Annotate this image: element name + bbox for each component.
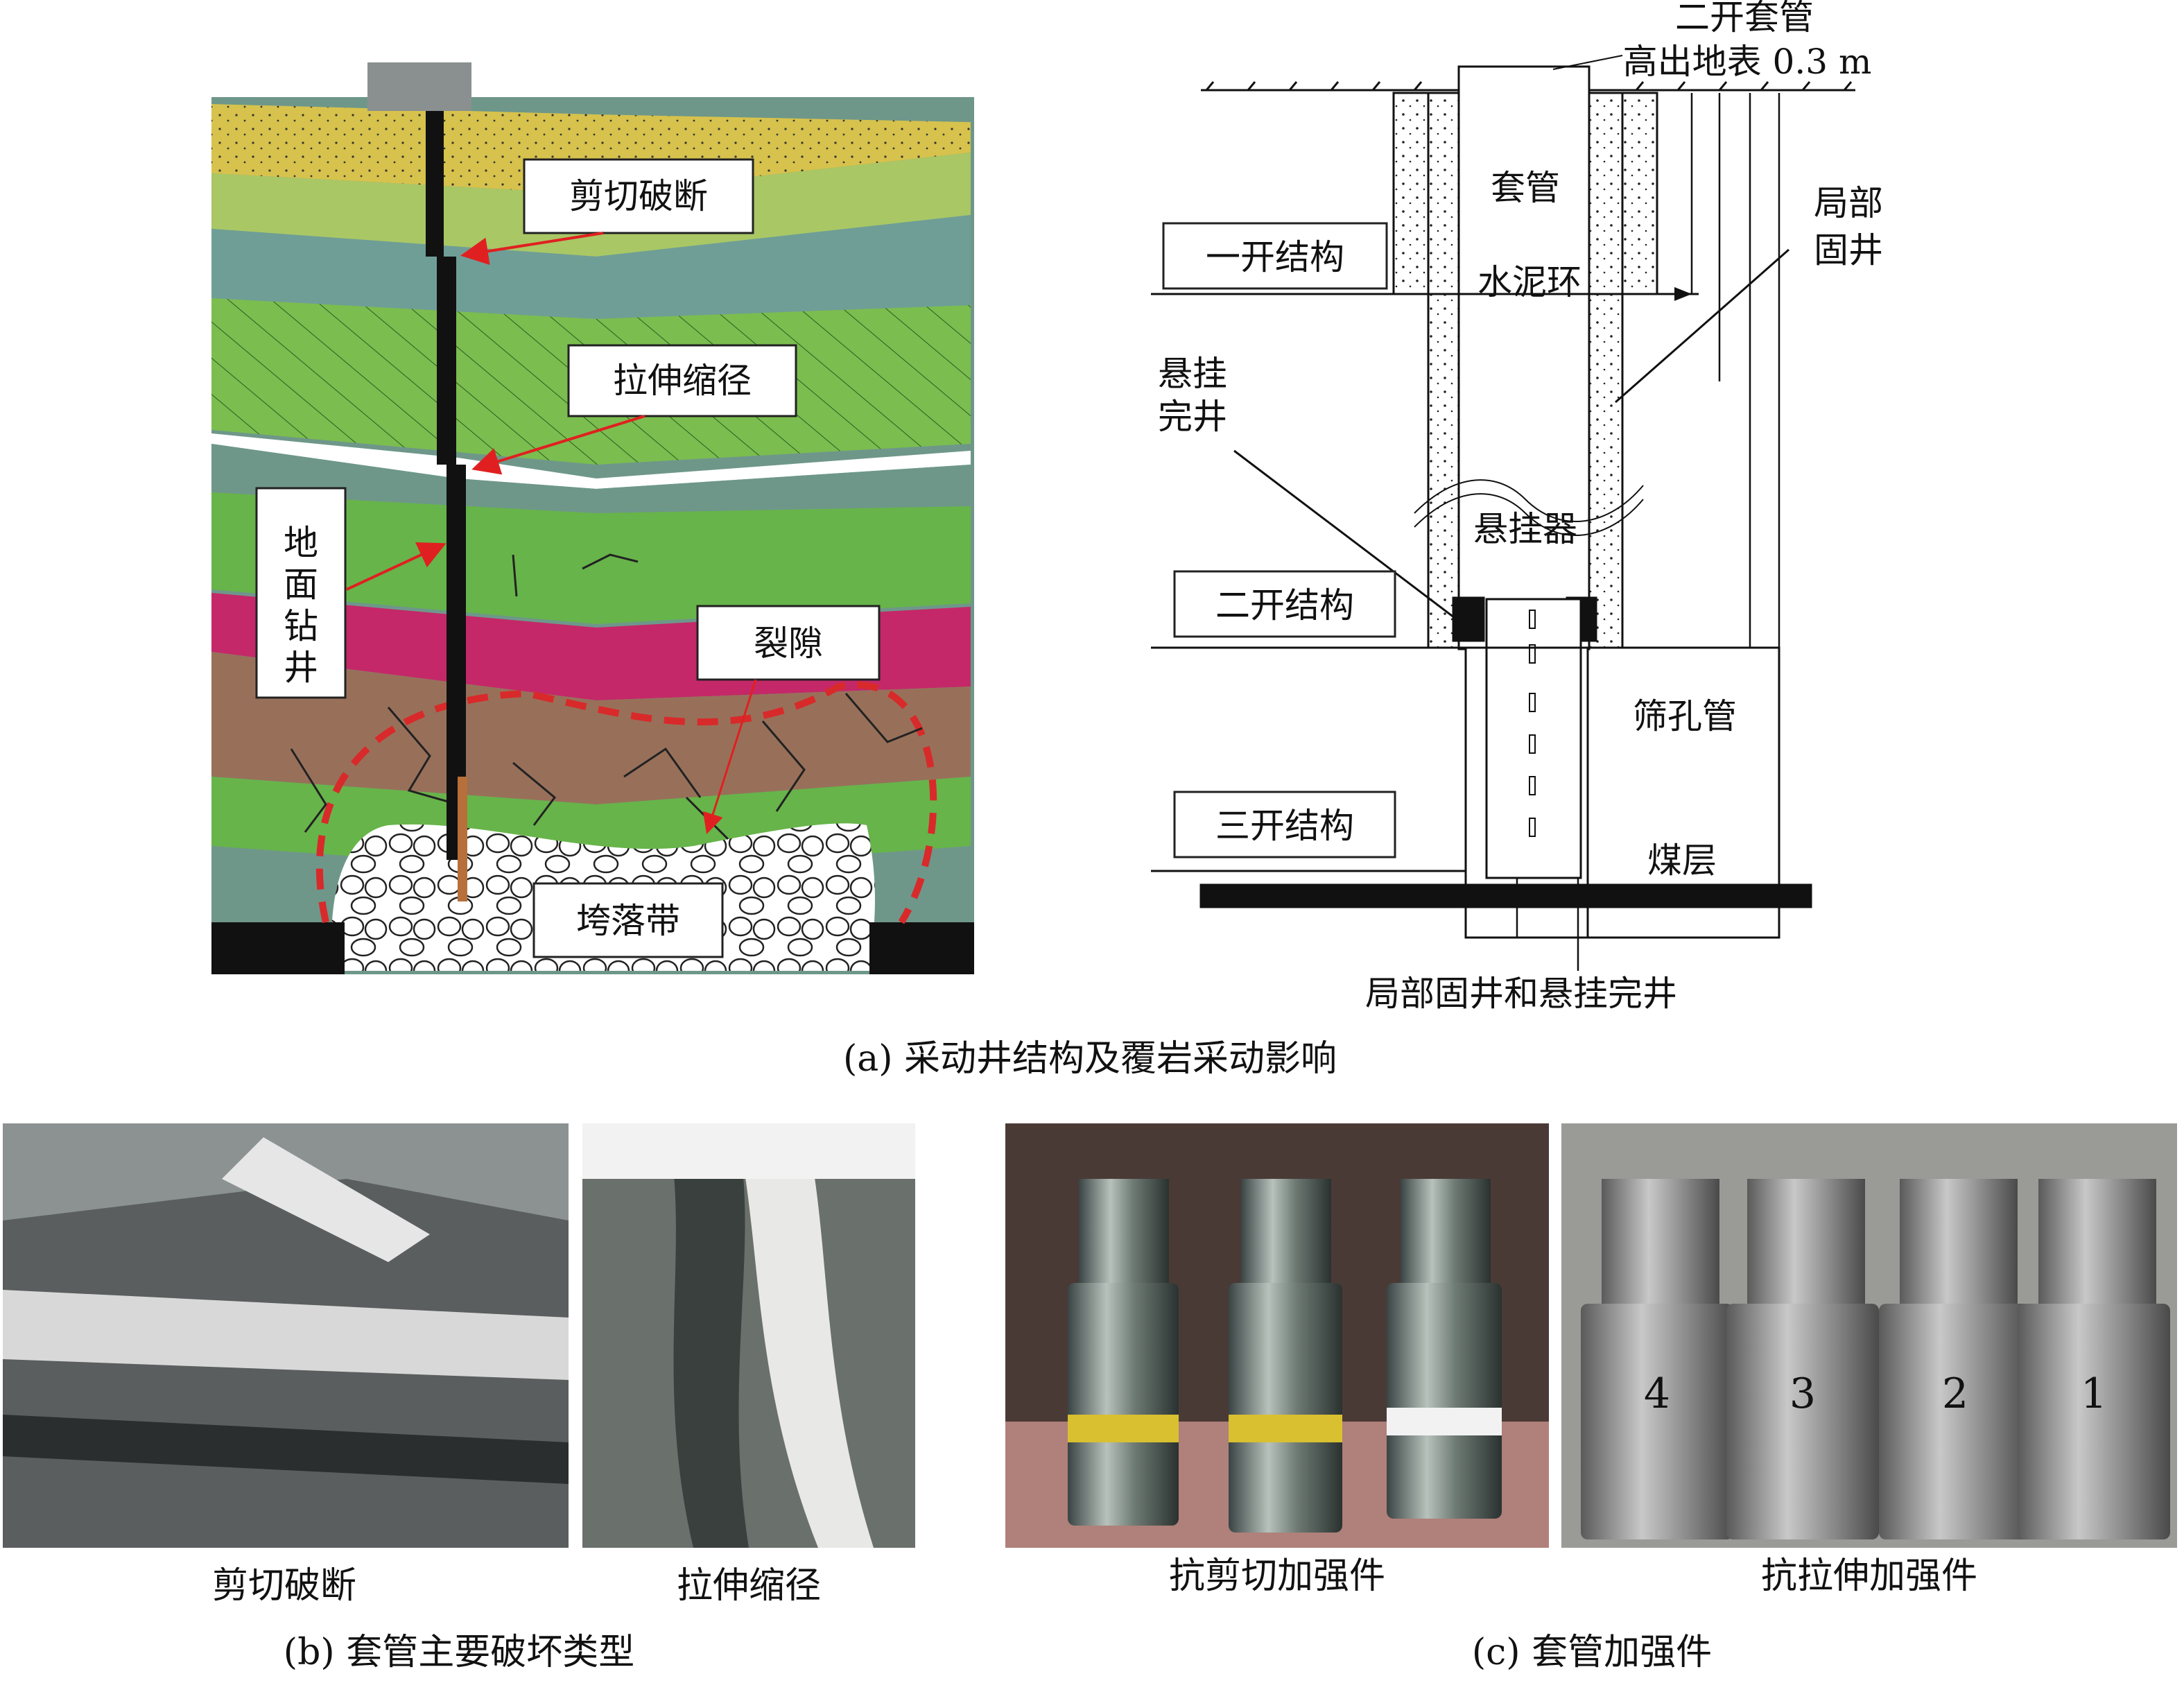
label-stage1: 一开结构: [1206, 237, 1344, 277]
casing-pipe: [1457, 65, 1591, 650]
well-structure-diagram: [1151, 55, 1855, 971]
photo-shear-break: [3, 1123, 569, 1548]
reinforcement-cylinder: 2: [1879, 1179, 2031, 1539]
reinforcement-cylinder: 4: [1581, 1179, 1733, 1539]
svg-text:地: 地: [284, 523, 318, 563]
label-coal-seam: 煤层: [1647, 840, 1717, 881]
svg-text:裂隙: 裂隙: [754, 623, 823, 664]
label-hanging-completion-1: 悬挂: [1158, 354, 1227, 394]
reinforcement-cylinder: [1068, 1179, 1179, 1526]
svg-text:2: 2: [1942, 1370, 1968, 1418]
well-casing-upper: [426, 111, 444, 257]
label-stage3: 三开结构: [1215, 806, 1354, 846]
hanger-left: [1452, 596, 1485, 642]
photo-anti-shear-reinforcement: [1005, 1123, 1549, 1548]
ground-hatch: [1205, 81, 1853, 91]
label-fracture: 裂隙: [696, 605, 881, 834]
svg-text:剪切破断: 剪切破断: [569, 176, 708, 216]
coal-block-left: [211, 922, 345, 974]
label-partial-cementing-1: 局部: [1814, 183, 1883, 223]
layer-teal: [211, 215, 971, 319]
layer-brown: [211, 652, 971, 804]
cement-stage1-left: [1392, 92, 1430, 295]
svg-text:面: 面: [284, 564, 318, 605]
label-caving-zone: 垮落带: [532, 882, 724, 958]
label-bottom-note: 局部固井和悬挂完井: [1365, 974, 1677, 1014]
cement-stage2-left: [1427, 92, 1460, 649]
cement-stage1-right: [1621, 92, 1658, 295]
layer-green: [211, 492, 971, 624]
layer-sand: [211, 104, 971, 194]
svg-text:钻: 钻: [284, 606, 318, 646]
reinforcement-cylinder: [1387, 1179, 1502, 1519]
label-above-surface: 高出地表 0.3 m: [1623, 42, 1872, 82]
geology-section: 剪切破断 拉伸缩径 地 面 钻 井 裂隙 垮落带: [211, 62, 974, 974]
photo-tensile-necking: [582, 1123, 915, 1548]
label-second-casing: 二开套管: [1675, 0, 1814, 37]
label-shear-break-photo: 剪切破断: [212, 1565, 356, 1607]
well-casing: [437, 257, 456, 465]
photo-anti-tensile-reinforcement: 4 3 2 1: [1561, 1123, 2177, 1548]
caption-b: (b) 套管主要破坏类型: [284, 1632, 634, 1673]
dimension-lines: [1516, 93, 1780, 971]
reinforcement-cylinder: 3: [1726, 1179, 1879, 1539]
leader-hanging-completion: [1233, 449, 1464, 625]
reinforcement-cylinder: [1229, 1179, 1342, 1533]
label-partial-cementing-2: 固井: [1814, 230, 1883, 270]
label-shear-break: 剪切破断: [460, 158, 754, 266]
label-hanging-completion-2: 完井: [1158, 397, 1227, 437]
leader-partial-cementing: [1615, 248, 1789, 404]
svg-text:垮落带: 垮落带: [576, 901, 680, 941]
svg-text:井: 井: [284, 648, 318, 688]
label-screen-pipe: 筛孔管: [1633, 696, 1737, 736]
svg-text:1: 1: [2081, 1370, 2107, 1418]
caption-a: (a) 采动井结构及覆岩采动影响: [843, 1038, 1337, 1080]
coal-seam-bar: [1199, 883, 1812, 908]
fracture-zone-outline: [315, 681, 937, 924]
well-structure-labels: 二开套管 高出地表 0.3 m 套管 局部 固井 水泥环 悬挂 完井 悬挂器 筛…: [1158, 0, 1883, 1014]
layer-gap: [211, 433, 971, 489]
cement-stage2-right: [1588, 92, 1624, 649]
label-tensile-necking-photo: 拉伸缩径: [677, 1565, 821, 1607]
coal-block-right: [869, 922, 974, 974]
label-casing: 套管: [1491, 168, 1560, 208]
leader-top-casing: [1552, 55, 1623, 70]
svg-text:4: 4: [1644, 1370, 1670, 1418]
label-surface-well: 地 面 钻 井: [255, 487, 447, 699]
caption-c: (c) 套管加强件: [1472, 1632, 1712, 1673]
wellhead: [367, 62, 471, 111]
label-tensile-necking: 拉伸缩径: [471, 344, 797, 475]
label-anti-tensile-photo: 抗拉伸加强件: [1761, 1555, 1977, 1597]
break-line: [1414, 479, 1644, 536]
label-hanger: 悬挂器: [1473, 509, 1577, 549]
label-anti-shear-photo: 抗剪切加强件: [1169, 1555, 1385, 1597]
screen-section: [458, 777, 467, 901]
reinforcement-cylinder: 1: [2018, 1179, 2170, 1539]
label-stage2: 二开结构: [1215, 585, 1354, 625]
label-cement-ring: 水泥环: [1477, 262, 1581, 302]
layer-grey-teal: [211, 444, 971, 513]
screen-holes: [1529, 610, 1536, 837]
svg-text:3: 3: [1789, 1370, 1816, 1418]
svg-text:拉伸缩径: 拉伸缩径: [613, 361, 752, 401]
